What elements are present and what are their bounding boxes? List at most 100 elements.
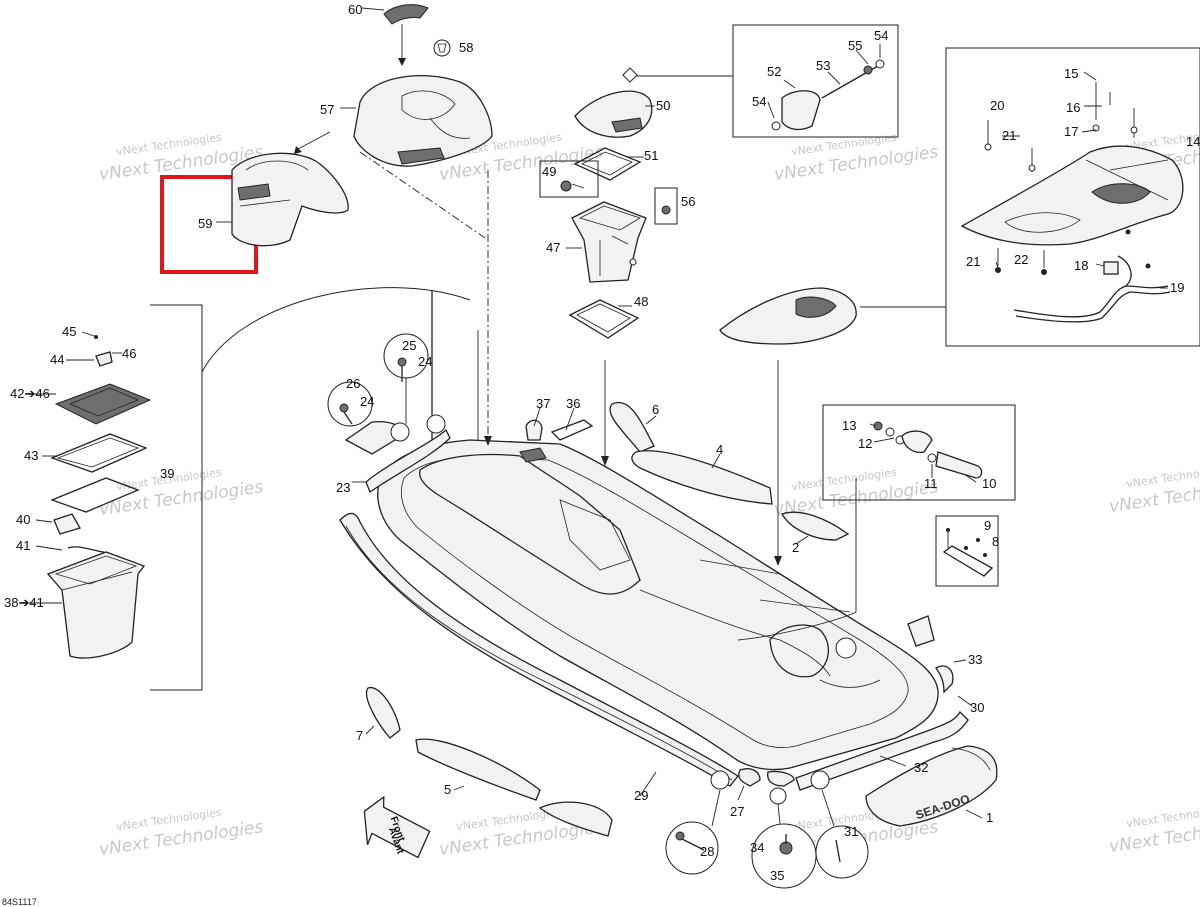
label-part-60: 60: [348, 2, 362, 17]
label-part-18: 18: [1074, 258, 1088, 273]
label-part-15: 15: [1064, 66, 1078, 81]
seat-outline: [719, 287, 857, 345]
label-part-11: 11: [924, 476, 938, 491]
part-27: [738, 768, 761, 787]
label-part-6: 6: [652, 402, 659, 417]
part-52: [781, 90, 821, 131]
label-part-42-46: 42➔46: [10, 386, 50, 401]
label-part-20: 20: [990, 98, 1004, 113]
seat-bracket-group: [719, 82, 1184, 566]
label-part-13: 13: [842, 418, 856, 433]
part-30: [935, 665, 954, 694]
storage-compartment-group: [539, 67, 733, 466]
part-44: [95, 351, 113, 367]
leader-lines: [26, 7, 1168, 819]
part-41: [67, 546, 105, 553]
part-14: [960, 145, 1184, 246]
label-part-9: 9: [984, 518, 991, 533]
part-57: [353, 75, 493, 167]
label-part-45: 45: [62, 324, 76, 339]
label-part-46: 46: [122, 346, 136, 361]
label-part-25: 25: [402, 338, 416, 353]
storage-bin-leader-arc: [201, 287, 471, 373]
part-42: [54, 383, 152, 425]
label-part-51: 51: [644, 148, 658, 163]
label-part-21b: 21: [966, 254, 980, 269]
pouch-group: [771, 59, 885, 131]
fastener-details: [327, 333, 869, 889]
label-part-44: 44: [50, 352, 64, 367]
label-part-12: 12: [858, 436, 872, 451]
label-part-55: 55: [848, 38, 862, 53]
part-6: [609, 401, 655, 453]
seat-bracket-callout-box: [945, 47, 1200, 347]
label-part-32: 32: [914, 760, 928, 775]
storage-bin-group: [46, 331, 152, 659]
label-part-5: 5: [444, 782, 451, 797]
part-60: [383, 4, 429, 25]
part-39: [50, 477, 140, 513]
part-43: [50, 433, 148, 473]
part-37: [525, 419, 543, 441]
label-part-23: 23: [336, 480, 350, 495]
label-part-16: 16: [1066, 100, 1080, 115]
part-12: [901, 430, 933, 454]
label-part-38-41: 38➔41: [4, 595, 44, 610]
pouch-callout-box: [732, 24, 899, 138]
part-2: [781, 511, 850, 541]
plate: [942, 545, 994, 577]
part-50: [574, 90, 653, 138]
latch-group: [873, 421, 983, 479]
part-48: [568, 299, 640, 339]
label-part-39: 39: [160, 466, 174, 481]
label-part-41: 41: [16, 538, 30, 553]
label-part-17: 17: [1064, 124, 1078, 139]
part-38: [46, 551, 146, 659]
part-59: [231, 152, 349, 247]
label-part-30: 30: [970, 700, 984, 715]
label-part-48: 48: [634, 294, 648, 309]
label-part-31: 31: [844, 824, 858, 839]
part-10: [935, 451, 983, 479]
label-part-7: 7: [356, 728, 363, 743]
part-19: [1013, 285, 1169, 318]
part-29: [339, 512, 739, 787]
callout-boxes: [150, 24, 1200, 691]
part-23: [365, 428, 451, 493]
part-1: [865, 745, 998, 827]
diagram-code: 84S1117: [2, 897, 37, 907]
front-cover-group: [216, 4, 493, 247]
label-part-1: 1: [986, 810, 993, 825]
label-part-54a: 54: [752, 94, 766, 109]
label-part-29: 29: [634, 788, 648, 803]
part-4: [631, 450, 773, 505]
label-part-43: 43: [24, 448, 38, 463]
storage-bin-group-bracket: [150, 304, 203, 691]
label-part-24a: 24: [418, 354, 432, 369]
part-32: [795, 710, 969, 791]
label-part-52: 52: [767, 64, 781, 79]
label-part-35: 35: [770, 868, 784, 883]
label-part-26: 26: [346, 376, 360, 391]
hull-group: [359, 151, 939, 771]
label-part-2: 2: [792, 540, 799, 555]
seat-well: [418, 453, 641, 595]
label-part-40: 40: [16, 512, 30, 527]
label-part-50: 50: [656, 98, 670, 113]
assembly-line-59: [359, 151, 489, 241]
label-part-36: 36: [566, 396, 580, 411]
label-part-34: 34: [750, 840, 764, 855]
label-part-59: 59: [198, 216, 212, 231]
part-18: [1103, 261, 1119, 275]
part-labels[interactable]: 60 58 57 59 50 51 49 56 47 48 52 53 54 5…: [4, 2, 1200, 883]
plate-callout-box: [935, 515, 999, 587]
label-part-22: 22: [1014, 252, 1028, 267]
latch-callout-box: [822, 404, 1016, 501]
trim-strips-group: SEA-DOO: [339, 401, 998, 837]
label-part-24b: 24: [360, 394, 374, 409]
label-part-28: 28: [700, 844, 714, 859]
label-part-54b: 54: [874, 28, 888, 43]
label-part-49: 49: [542, 164, 556, 179]
part-5: [415, 738, 541, 801]
